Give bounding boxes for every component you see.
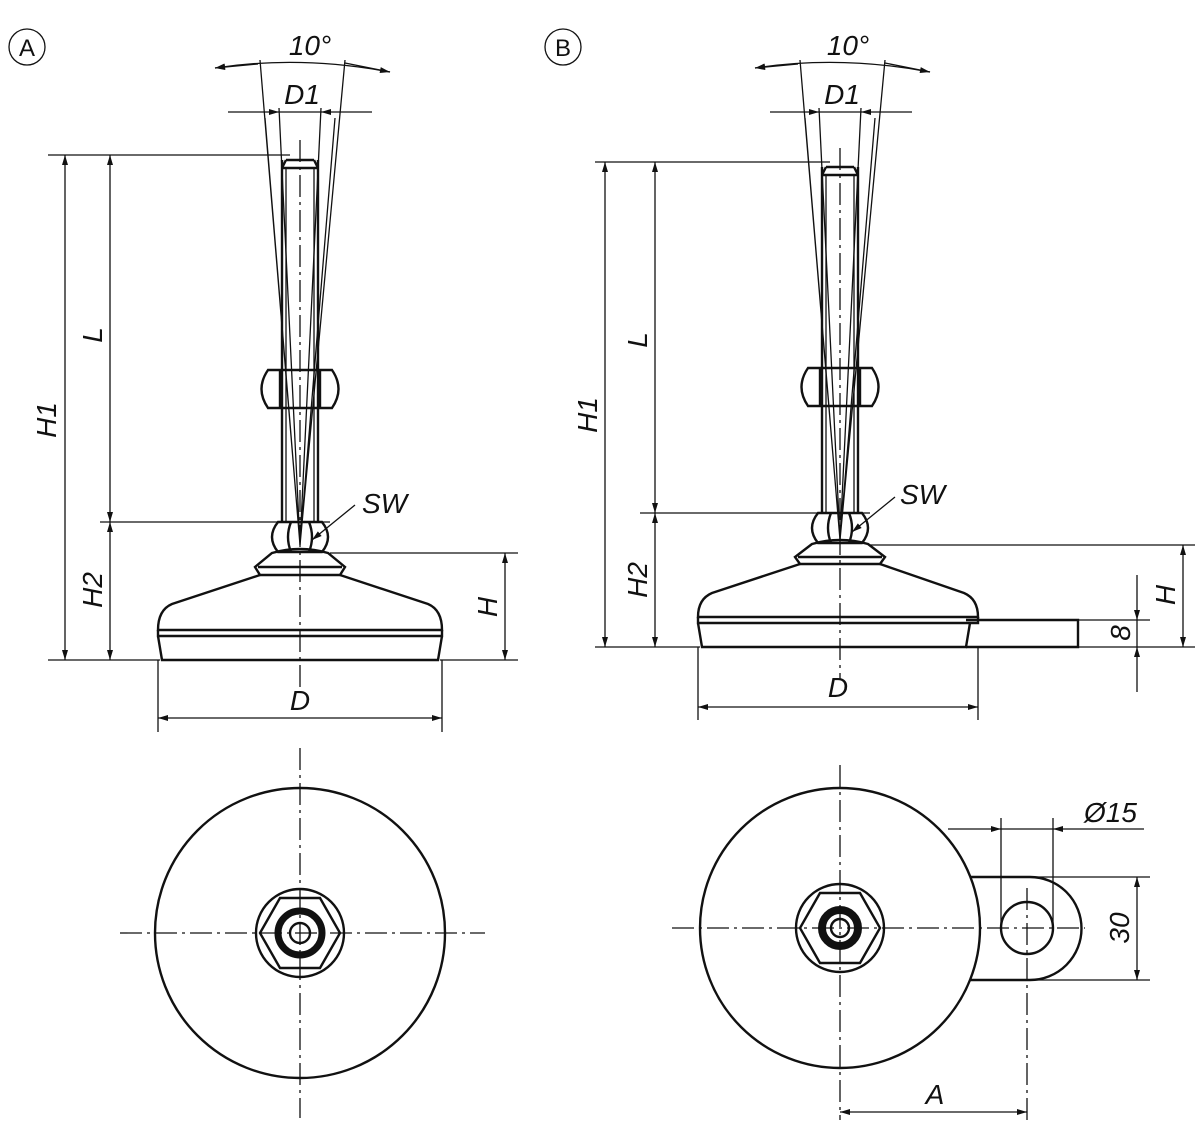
view-a-plan: [120, 748, 485, 1118]
mounting-tab-plan: [970, 875, 1083, 982]
base-plate: [696, 562, 980, 619]
ball-joint-collar: [793, 538, 887, 566]
d1-label-a: D1: [284, 79, 320, 110]
d1-label-b: D1: [824, 79, 860, 110]
tab-width-label: 30: [1104, 912, 1135, 944]
lock-nut: [260, 368, 340, 410]
view-b-plan: Ø15 30 A: [672, 765, 1150, 1122]
angle-label-a: 10°: [289, 30, 331, 61]
h1-label-b: H1: [572, 397, 603, 433]
h2-label-a: H2: [77, 572, 108, 608]
sw-label-a: SW: [362, 488, 410, 519]
d-label-b: D: [828, 672, 848, 703]
l-label-a: L: [77, 327, 108, 343]
view-a-side: A 10° D1 H1 L H2 H: [8, 28, 518, 732]
hole-diameter-label: Ø15: [1083, 797, 1137, 828]
rubber-pad: [696, 617, 980, 649]
view-a-marker-circle: [8, 28, 46, 66]
view-a-marker: A: [19, 35, 35, 62]
d-label-a: D: [290, 685, 310, 716]
h1-label-a: H1: [31, 402, 62, 438]
h-label-b: H: [1150, 584, 1181, 605]
h2-label-b: H2: [622, 562, 653, 598]
a-label: A: [924, 1079, 945, 1110]
view-b-side: B 10° D1 H1 L H2 H 8 D SW: [544, 28, 1195, 720]
sw-label-b: SW: [900, 479, 948, 510]
h-label-a: H: [472, 596, 503, 617]
mounting-tab: [966, 618, 1080, 649]
pad-thickness-label: 8: [1105, 625, 1136, 641]
angle-label-b: 10°: [827, 30, 869, 61]
lock-nut: [800, 366, 880, 408]
l-label-b: L: [622, 332, 653, 348]
view-b-marker: B: [555, 35, 571, 62]
